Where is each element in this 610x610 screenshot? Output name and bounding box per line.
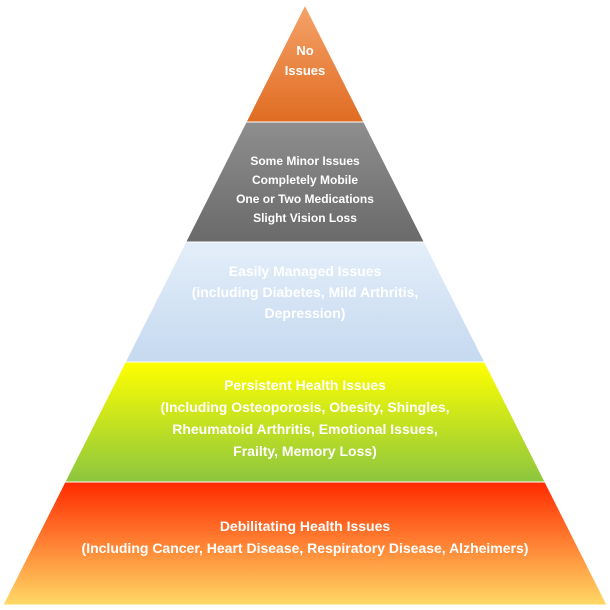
tier-persistent-health: Persistent Health Issues (Including Osteo… [64,361,546,483]
tier-shape-debilitating-health [2,481,608,606]
tier-label-line: One or Two Medications [236,192,374,206]
tier-label-line: Persistent Health Issues [224,377,386,393]
tier-label-debilitating-health: Debilitating Health Issues (Including Can… [82,518,529,556]
tier-label-line: Some Minor Issues [250,154,360,168]
tier-label-line: Rheumatoid Arthritis, Emotional Issues, [172,421,438,437]
tier-label-persistent-health: Persistent Health Issues (Including Osteo… [160,377,449,459]
tier-label-line: Frailty, Memory Loss) [233,443,377,459]
tier-label-easily-managed: Easily Managed Issues (including Diabetes… [192,263,419,321]
tier-label-line: (Including Osteoporosis, Obesity, Shingl… [160,399,449,415]
tier-label-line: Slight Vision Loss [253,211,357,225]
tier-label-line: Debilitating Health Issues [220,518,391,534]
tier-label-line: No [296,43,313,58]
tier-label-line: Completely Mobile [252,173,358,187]
tier-label-line: (Including Cancer, Heart Disease, Respir… [82,540,529,556]
tier-easily-managed: Easily Managed Issues (including Diabetes… [124,241,486,363]
tier-label-line: Easily Managed Issues [229,263,382,279]
tier-shape-easily-managed [124,241,486,363]
tier-label-line: Depression) [265,305,346,321]
tier-label-line: (including Diabetes, Mild Arthritis, [192,284,419,300]
tier-label-line: Issues [285,63,325,78]
tier-debilitating-health: Debilitating Health Issues (Including Can… [2,481,608,606]
